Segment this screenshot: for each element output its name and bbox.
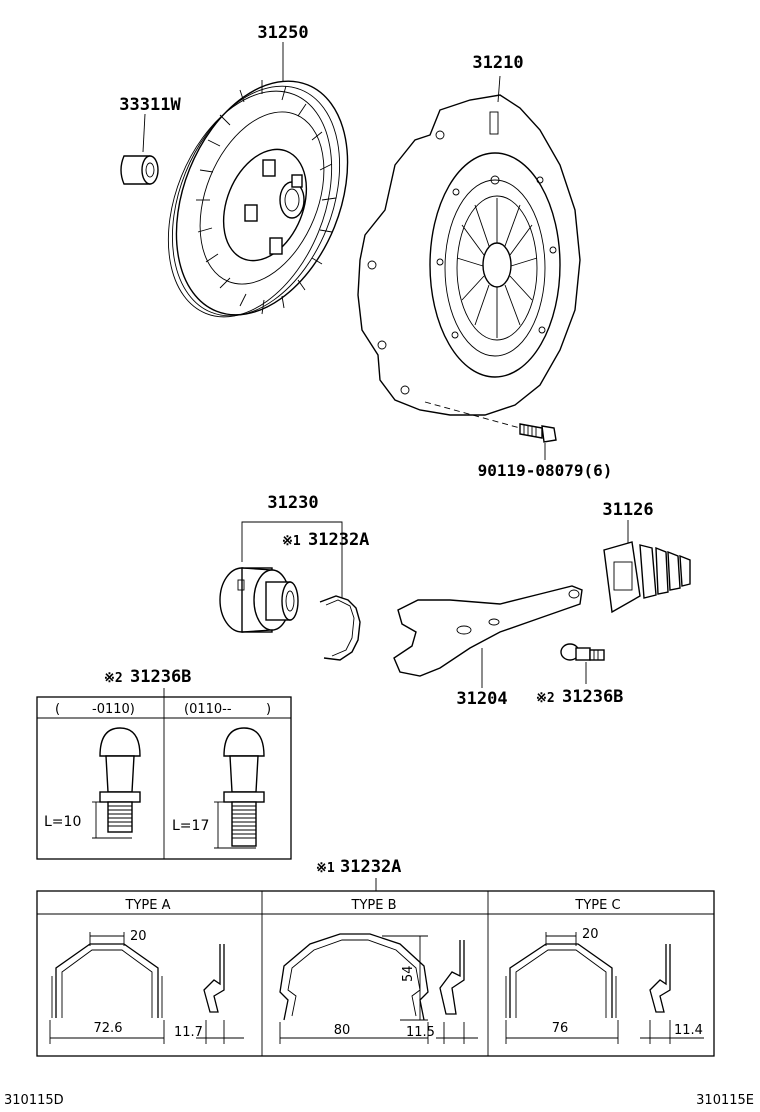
cover-bolt-part-number: 90119-08079(6) xyxy=(478,461,613,480)
clutch-cover-drawing xyxy=(357,94,581,416)
release-bearing-part-number: 31230 xyxy=(267,493,318,513)
clutch-disc-drawing xyxy=(167,80,349,318)
pilot-bearing-drawing xyxy=(120,155,159,185)
boot-part-number: 31126 xyxy=(602,500,653,520)
clip-table-part-number: 31232A xyxy=(340,857,401,877)
type-a-clip-drawing xyxy=(49,932,244,1044)
support-short-drawing xyxy=(92,727,141,839)
clutch-cover-part-number: 31210 xyxy=(472,53,523,73)
variant-col2-range: (0110-- xyxy=(184,702,232,717)
fork-support-drawing xyxy=(560,643,605,661)
type-b-width-dim: 80 xyxy=(334,1023,351,1038)
type-c-top-dim: 20 xyxy=(582,927,599,942)
type-b-label: TYPE B xyxy=(351,898,397,913)
type-c-depth-dim: 11.4 xyxy=(674,1023,703,1038)
clutch-cover-leader xyxy=(497,75,501,103)
variant-col1-range: -0110) xyxy=(92,702,135,717)
release-fork-drawing xyxy=(393,585,583,677)
type-c-clip-drawing xyxy=(505,932,704,1044)
release-bearing-drawing xyxy=(219,567,299,633)
clip-types-table xyxy=(36,890,715,1057)
release-bearing-bracket xyxy=(241,521,343,562)
variant-col2-close-paren: ) xyxy=(266,702,271,717)
type-b-depth-dim: 11.5 xyxy=(406,1025,435,1040)
variant-note2-marker: ※2 xyxy=(104,671,123,686)
pilot-bearing-part-number: 33311W xyxy=(119,95,181,115)
fork-support-note2-marker: ※2 xyxy=(536,691,555,706)
bolt-dash-line xyxy=(424,401,521,429)
type-c-width-dim: 76 xyxy=(552,1021,569,1036)
type-a-label: TYPE A xyxy=(125,898,171,913)
clip-table-note1-marker: ※1 xyxy=(316,861,335,876)
clip-inner-line xyxy=(325,599,355,657)
variant-table-part-number: 31236B xyxy=(130,667,191,687)
footer-left-code: 310115D xyxy=(4,1093,64,1108)
clip-note1-marker: ※1 xyxy=(282,534,301,549)
support-long-length: L=17 xyxy=(172,818,209,834)
clip-part-number: 31232A xyxy=(308,530,369,550)
variant-table xyxy=(36,696,292,860)
boot-drawing xyxy=(603,541,691,614)
fork-support-part-number: 31236B xyxy=(562,687,623,707)
release-fork-part-number: 31204 xyxy=(456,689,507,709)
clip-drawing xyxy=(319,595,361,661)
type-b-height-dim: 54 xyxy=(401,965,416,982)
support-short-length: L=10 xyxy=(44,814,81,830)
type-a-top-dim: 20 xyxy=(130,929,147,944)
cover-bolt-drawing xyxy=(519,423,557,443)
type-c-label: TYPE C xyxy=(574,898,620,913)
variant-col1-open-paren: ( xyxy=(55,702,60,717)
footer-right-code: 310115E xyxy=(696,1093,754,1108)
type-a-depth-dim: 11.7 xyxy=(174,1025,203,1040)
pilot-bearing-leader xyxy=(142,113,146,153)
support-long-drawing xyxy=(214,727,265,849)
clutch-disc-part-number: 31250 xyxy=(257,23,308,43)
type-b-clip-drawing xyxy=(279,933,478,1044)
type-a-width-dim: 72.6 xyxy=(94,1021,123,1036)
